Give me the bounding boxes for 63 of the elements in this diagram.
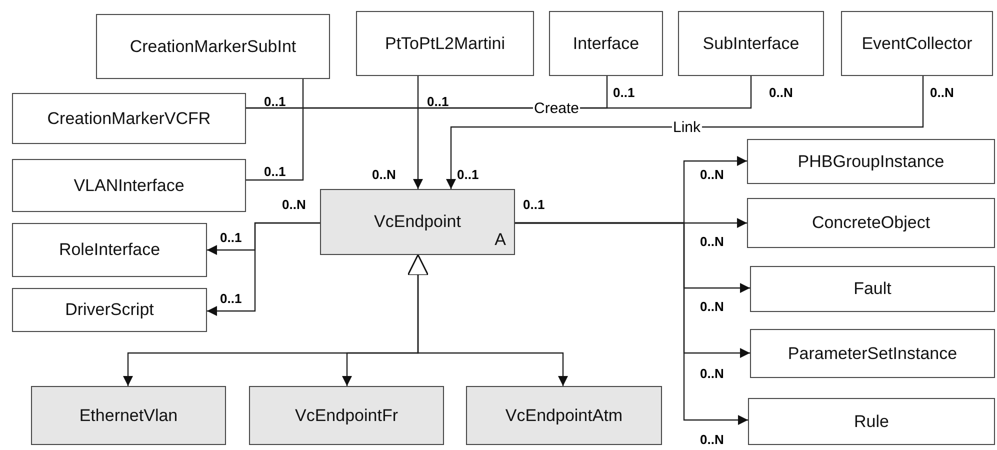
class-box [678, 11, 824, 76]
arrow [446, 76, 924, 189]
class-name: DriverScript [65, 300, 154, 320]
class-box-shaded [320, 189, 515, 255]
class-box-shaded [249, 386, 444, 445]
class-name: Rule [854, 412, 889, 432]
class-box [12, 223, 207, 277]
multiplicity-label: 0..1 [220, 231, 242, 245]
class-box [747, 139, 995, 184]
edge-label: Create [533, 101, 580, 116]
class-name: CreationMarkerVCFR [47, 108, 211, 128]
class-box [750, 266, 995, 312]
class-box [748, 398, 995, 445]
class-name: ParameterSetInstance [788, 344, 958, 364]
class-name: SubInterface [702, 34, 800, 54]
class-name: VLANInterface [74, 176, 184, 196]
class-box [356, 11, 534, 76]
multiplicity-label: 0..N [700, 300, 724, 314]
class-name: PHBGroupInstance [798, 152, 944, 172]
multiplicity-label: 0..N [700, 433, 724, 447]
class-name: EthernetVlan [79, 406, 178, 426]
class-box [841, 11, 993, 76]
multiplicity-label: 0..N [930, 86, 954, 100]
multiplicity-label: 0..1 [613, 86, 635, 100]
class-box [96, 14, 330, 79]
association-line [246, 79, 304, 181]
class-box-shaded [31, 386, 226, 445]
multiplicity-label: 0..1 [264, 165, 286, 179]
multiplicity-label: 0..N [282, 198, 306, 212]
multiplicity-label: 0..1 [523, 198, 545, 212]
multiplicity-label: 0..N [372, 168, 396, 182]
multiplicity-label: 0..1 [264, 95, 286, 109]
class-name: VcEndpointAtm [505, 406, 623, 426]
class-box [12, 93, 246, 144]
class-name: RoleInterface [58, 240, 160, 260]
multiplicity-label: 0..N [700, 235, 724, 249]
arrow [207, 222, 320, 316]
class-box [12, 288, 207, 332]
abstract-marker: A [494, 230, 506, 250]
class-box [747, 198, 995, 248]
class-name: VcEndpointFr [295, 406, 398, 426]
class-name: ConcreteObject [812, 213, 930, 233]
multiplicity-label: 0..1 [220, 292, 242, 306]
arrow [515, 222, 748, 425]
class-box-shaded [466, 386, 662, 445]
class-box [750, 329, 995, 378]
edge-label: Link [672, 120, 702, 135]
arrow [413, 76, 423, 189]
class-name: CreationMarkerSubInt [130, 36, 296, 56]
inheritance-arrow [407, 254, 568, 386]
association-line [246, 76, 752, 109]
multiplicity-label: 0..1 [457, 168, 479, 182]
class-name: Interface [572, 34, 640, 54]
multiplicity-label: 0..N [700, 367, 724, 381]
class-box [12, 159, 246, 212]
class-name: EventCollector [862, 34, 972, 54]
multiplicity-label: 0..N [769, 86, 793, 100]
class-box [549, 11, 663, 76]
multiplicity-label: 0..N [700, 168, 724, 182]
multiplicity-label: 0..1 [427, 95, 449, 109]
class-name: VcEndpoint [374, 212, 461, 232]
class-name: PtToPtL2Martini [385, 34, 505, 54]
class-name: Fault [854, 279, 892, 299]
